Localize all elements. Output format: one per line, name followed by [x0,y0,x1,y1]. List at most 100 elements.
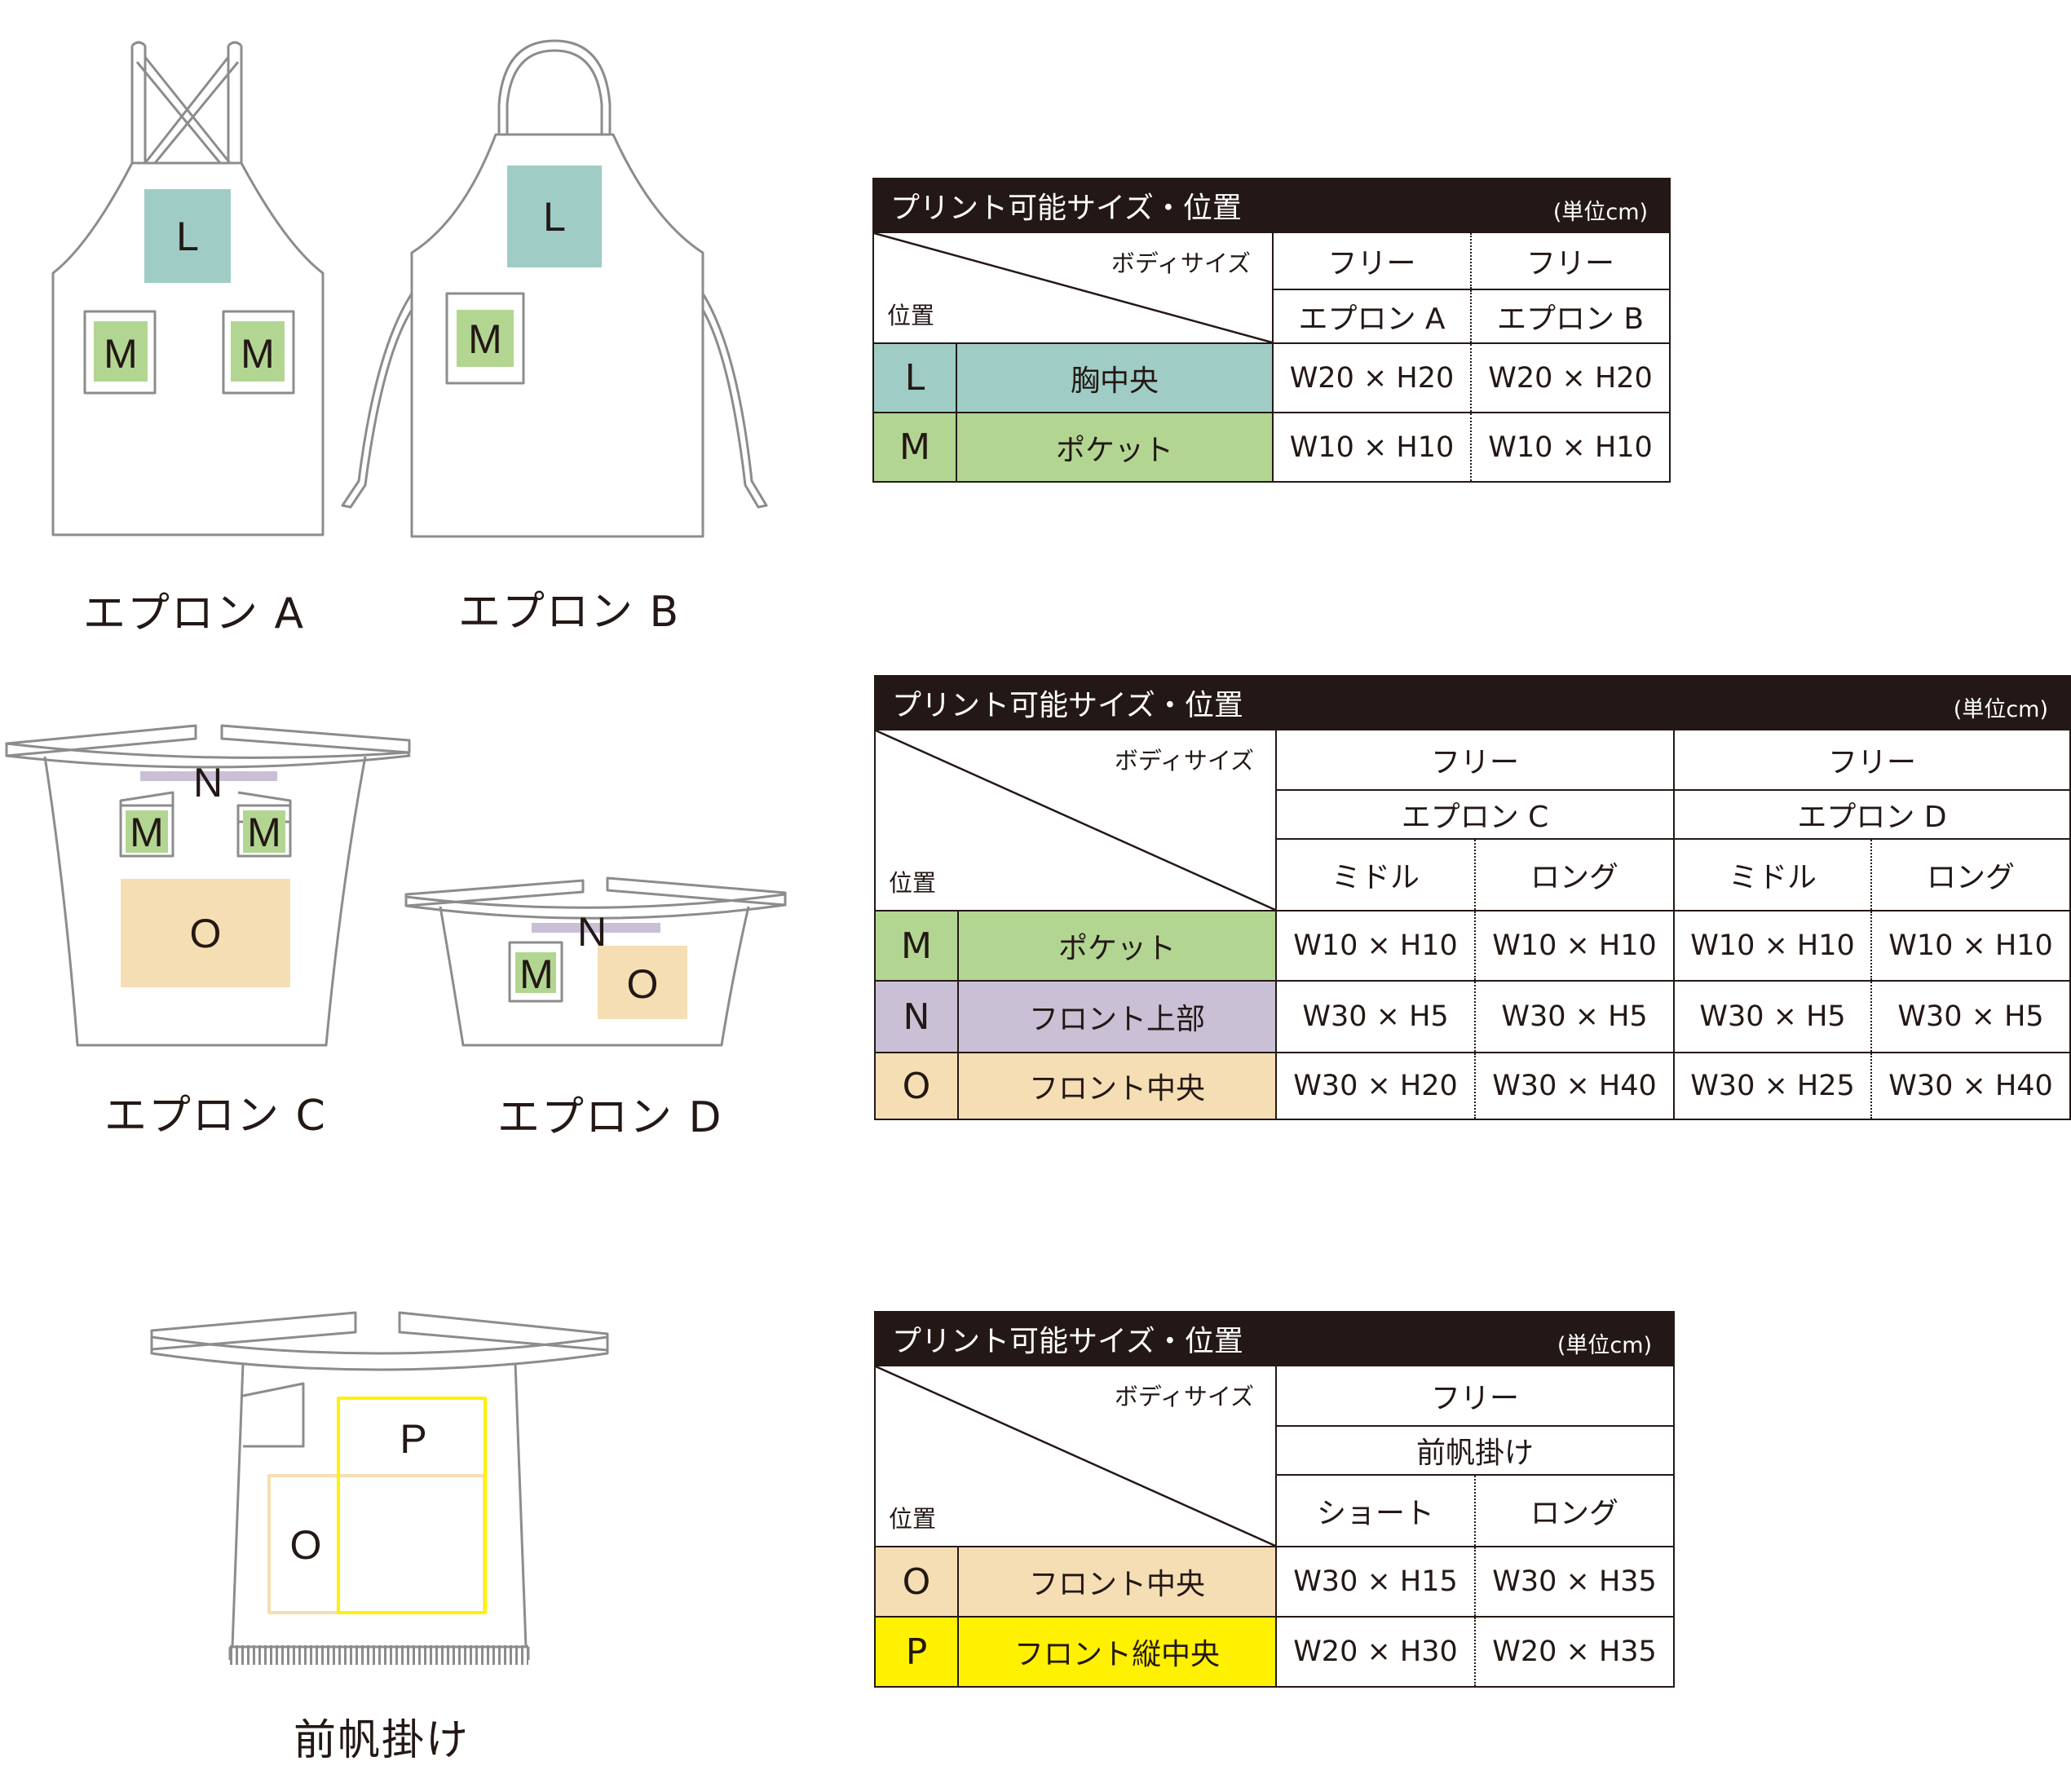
apron-a-area-m1 [94,321,148,382]
variant-header: ロング [1473,1474,1676,1547]
maekake-caption: 前帆掛け [294,1716,470,1765]
apron-d-area-m [515,952,556,993]
size-value: W30 × H25 [1673,1052,1872,1120]
product-header: エプロン B [1469,289,1671,344]
apron-b-label-m: M [468,316,502,362]
maekake-area-p [337,1397,487,1614]
maekake-label-o: O [290,1522,322,1568]
product-header: 前帆掛け [1274,1425,1676,1476]
apron-c-label-o: O [190,911,222,956]
table-title: プリント可能サイズ・位置 [892,1325,1243,1358]
table-title: プリント可能サイズ・位置 [890,192,1242,225]
apron-c-caption: エプロン C [104,1092,327,1141]
row-letter: M [872,412,957,483]
row-letter: L [872,342,957,413]
product-header: エプロン C [1275,789,1675,840]
diagonal-header-cell: ボディサイズ 位置 [872,232,1274,344]
row-location: フロント中央 [957,1546,1277,1618]
apron-d-caption: エプロン D [497,1093,723,1142]
size-value: W10 × H10 [1275,910,1476,982]
row-letter: O [874,1546,959,1618]
apron-c-area-o [121,879,290,987]
apron-a-caption: エプロン A [83,589,306,638]
apron-c-area-m1 [126,810,168,853]
body-size-label: ボディサイズ [1114,747,1254,775]
variant-header: ミドル [1275,838,1476,911]
diagonal-header-cell: ボディサイズ 位置 [874,729,1277,911]
size-value: W30 × H5 [1275,980,1476,1053]
apron-d-area-n [532,923,660,933]
unit-label: (単位cm) [1953,697,2049,722]
table-header: プリント可能サイズ・位置 (単位cm) [873,675,2071,730]
apron-c-label-m1: M [130,810,164,855]
apron-b-area-l [507,166,602,267]
row-location: ポケット [956,412,1274,483]
body-size-label: ボディサイズ [1111,249,1251,277]
print-size-table-a-b: プリント可能サイズ・位置 (単位cm) ボディサイズ 位置 フリー フリー エプ… [872,178,1671,483]
product-header: エプロン D [1672,789,2071,840]
table-header: プリント可能サイズ・位置 (単位cm) [873,1311,1676,1366]
size-value: W20 × H20 [1469,342,1671,413]
apron-a-label-m1: M [104,331,138,377]
size-header: フリー [1469,232,1671,290]
row-letter: N [874,980,959,1053]
size-header: フリー [1672,729,2071,791]
diagonal-header-cell: ボディサイズ 位置 [874,1365,1277,1547]
row-location: フロント縦中央 [957,1616,1277,1688]
size-value: W30 × H5 [1870,980,2071,1053]
row-letter: P [874,1616,959,1688]
apron-a-label-l: L [176,214,199,259]
apron-d-drawing [404,876,787,1047]
size-value: W20 × H20 [1272,342,1472,413]
apron-a-label-m2: M [241,331,275,377]
product-header: エプロン A [1272,289,1472,344]
apron-b-area-m [457,310,514,367]
row-location: 胸中央 [956,342,1274,413]
size-header: フリー [1274,1365,1676,1427]
variant-header: ロング [1870,838,2071,911]
body-size-label: ボディサイズ [1114,1383,1254,1410]
size-value: W20 × H35 [1473,1616,1676,1688]
apron-c-label-m2: M [247,810,281,855]
size-value: W30 × H15 [1275,1546,1476,1618]
row-location: ポケット [957,910,1277,982]
size-value: W20 × H30 [1275,1616,1476,1688]
apron-a-drawing [51,41,325,536]
table-header: プリント可能サイズ・位置 (単位cm) [872,178,1671,233]
size-header: フリー [1272,232,1472,290]
apron-c-area-m2 [243,810,285,853]
size-value: W30 × H5 [1474,980,1675,1053]
apron-b-drawing [341,39,768,538]
apron-c-area-n [140,771,277,781]
size-value: W10 × H10 [1673,910,1872,982]
print-size-table-maekake: プリント可能サイズ・位置 (単位cm) ボディサイズ 位置 フリー 前帆掛け シ… [873,1311,1676,1688]
apron-d-area-o [598,946,687,1019]
size-value: W10 × H10 [1474,910,1675,982]
size-value: W30 × H5 [1673,980,1872,1053]
print-size-table-c-d: プリント可能サイズ・位置 (単位cm) ボディサイズ 位置 フリー フリー エプ… [873,675,2071,1120]
size-value: W30 × H40 [1474,1052,1675,1120]
maekake-label-p: P [400,1416,426,1462]
unit-label: (単位cm) [1552,200,1649,225]
apron-b-caption: エプロン B [458,588,681,637]
position-label: 位置 [889,869,937,897]
unit-label: (単位cm) [1557,1333,1653,1358]
position-label: 位置 [889,1505,937,1533]
variant-header: ショート [1275,1474,1476,1547]
maekake-drawing [150,1311,609,1665]
size-value: W30 × H20 [1275,1052,1476,1120]
apron-c-drawing [5,724,411,1047]
apron-c-label-n: N [193,760,223,806]
table-title: プリント可能サイズ・位置 [892,689,1243,722]
row-letter: M [874,910,959,982]
row-letter: O [874,1052,959,1120]
size-value: W10 × H10 [1469,412,1671,483]
apron-d-label-n: N [577,909,607,955]
apron-a-area-m2 [231,321,285,382]
position-label: 位置 [887,302,935,329]
apron-b-label-l: L [543,194,566,240]
variant-header: ミドル [1673,838,1872,911]
size-header: フリー [1275,729,1675,791]
size-value: W30 × H40 [1870,1052,2071,1120]
